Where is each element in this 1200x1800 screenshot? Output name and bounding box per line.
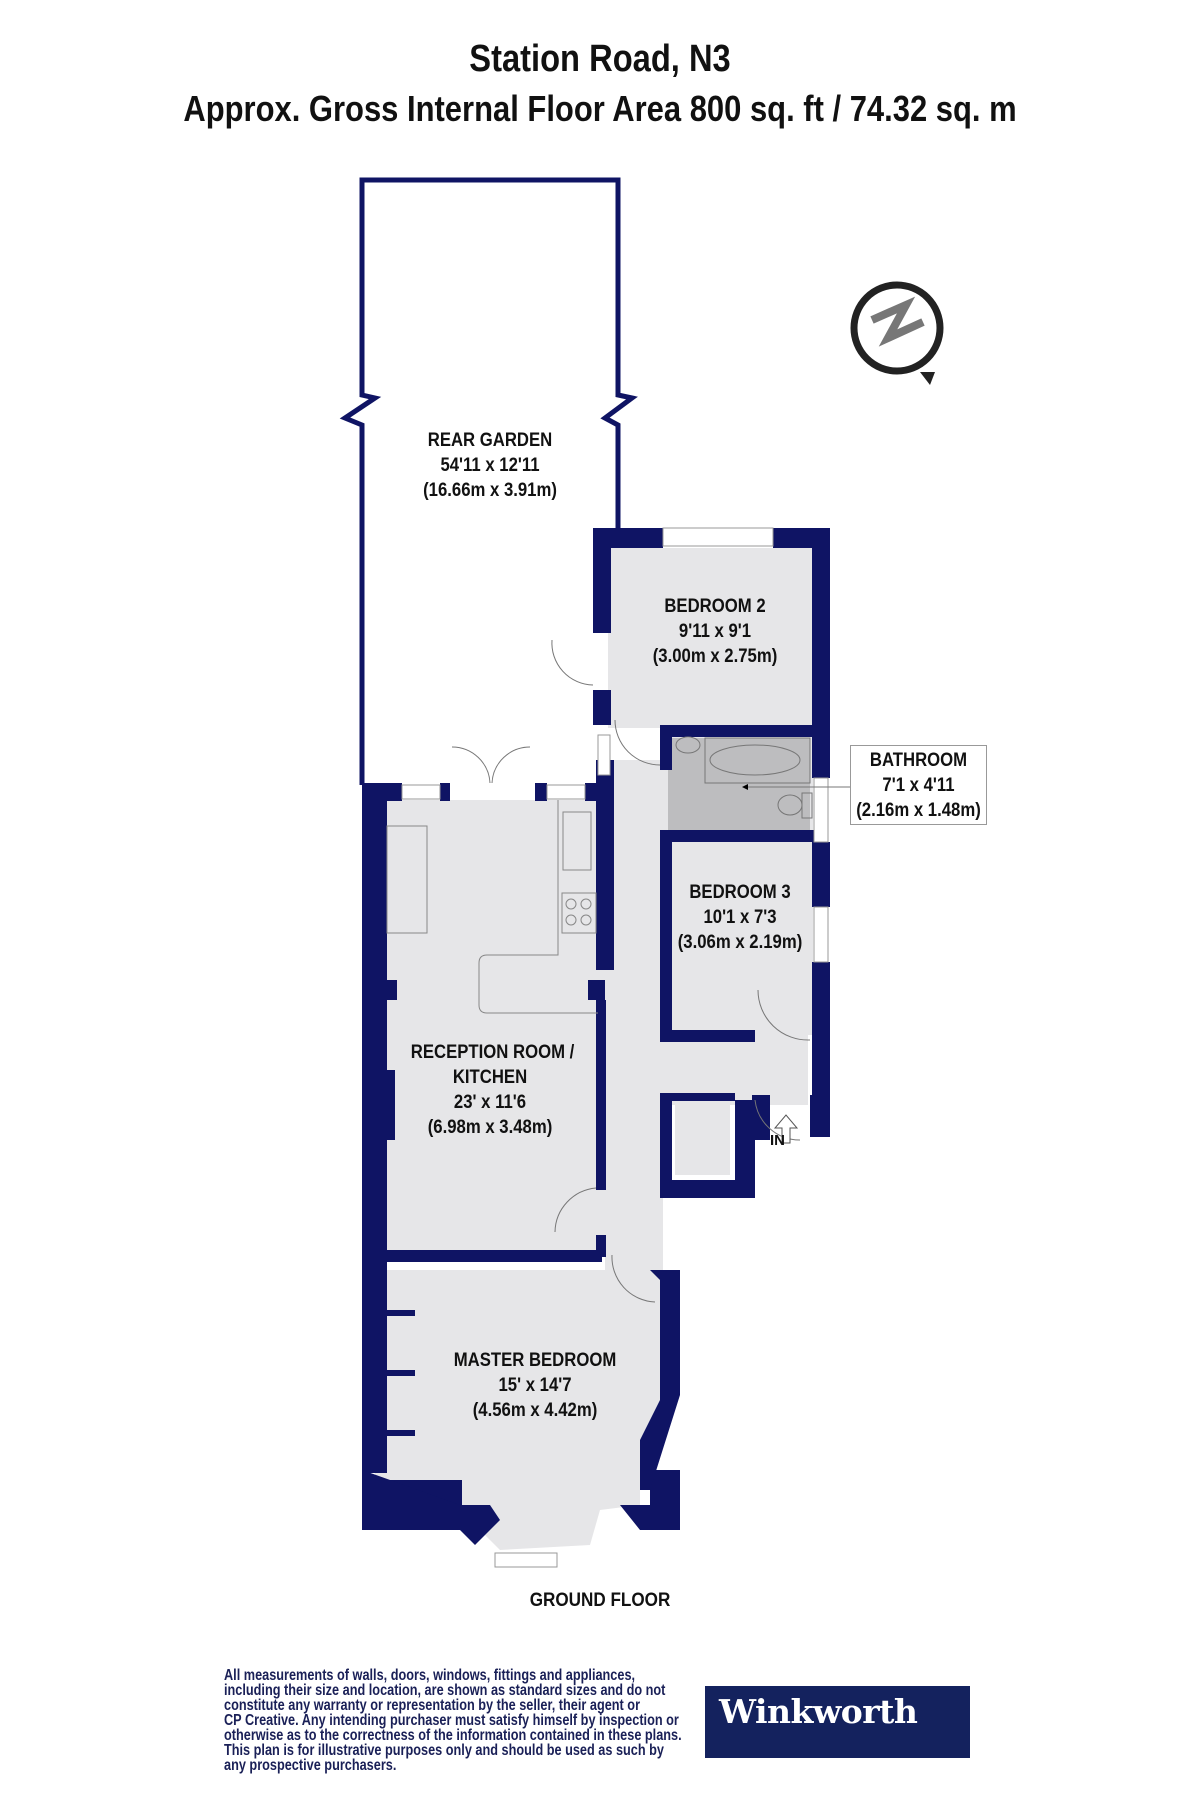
logo-text: Winkworth xyxy=(719,1692,918,1731)
property-address: Station Road, N3 xyxy=(469,38,731,80)
floor-label: GROUND FLOOR xyxy=(529,1590,671,1611)
floor-area: Approx. Gross Internal Floor Area 800 sq… xyxy=(183,88,1017,129)
entrance-arrow-icon xyxy=(773,1114,799,1144)
windows xyxy=(401,527,829,1568)
bathroom-fixtures xyxy=(675,736,813,819)
disclaimer: All measurements of walls, doors, window… xyxy=(224,1667,682,1774)
kitchen-units xyxy=(386,800,598,1014)
entrance-label: IN xyxy=(770,1132,785,1149)
door-swings xyxy=(451,639,811,1303)
bathroom-floor xyxy=(668,738,810,833)
north-compass-icon xyxy=(850,281,944,385)
rear-garden-outline xyxy=(339,177,638,785)
winkworth-logo: Winkworth xyxy=(705,1686,970,1758)
walls xyxy=(362,528,830,1545)
